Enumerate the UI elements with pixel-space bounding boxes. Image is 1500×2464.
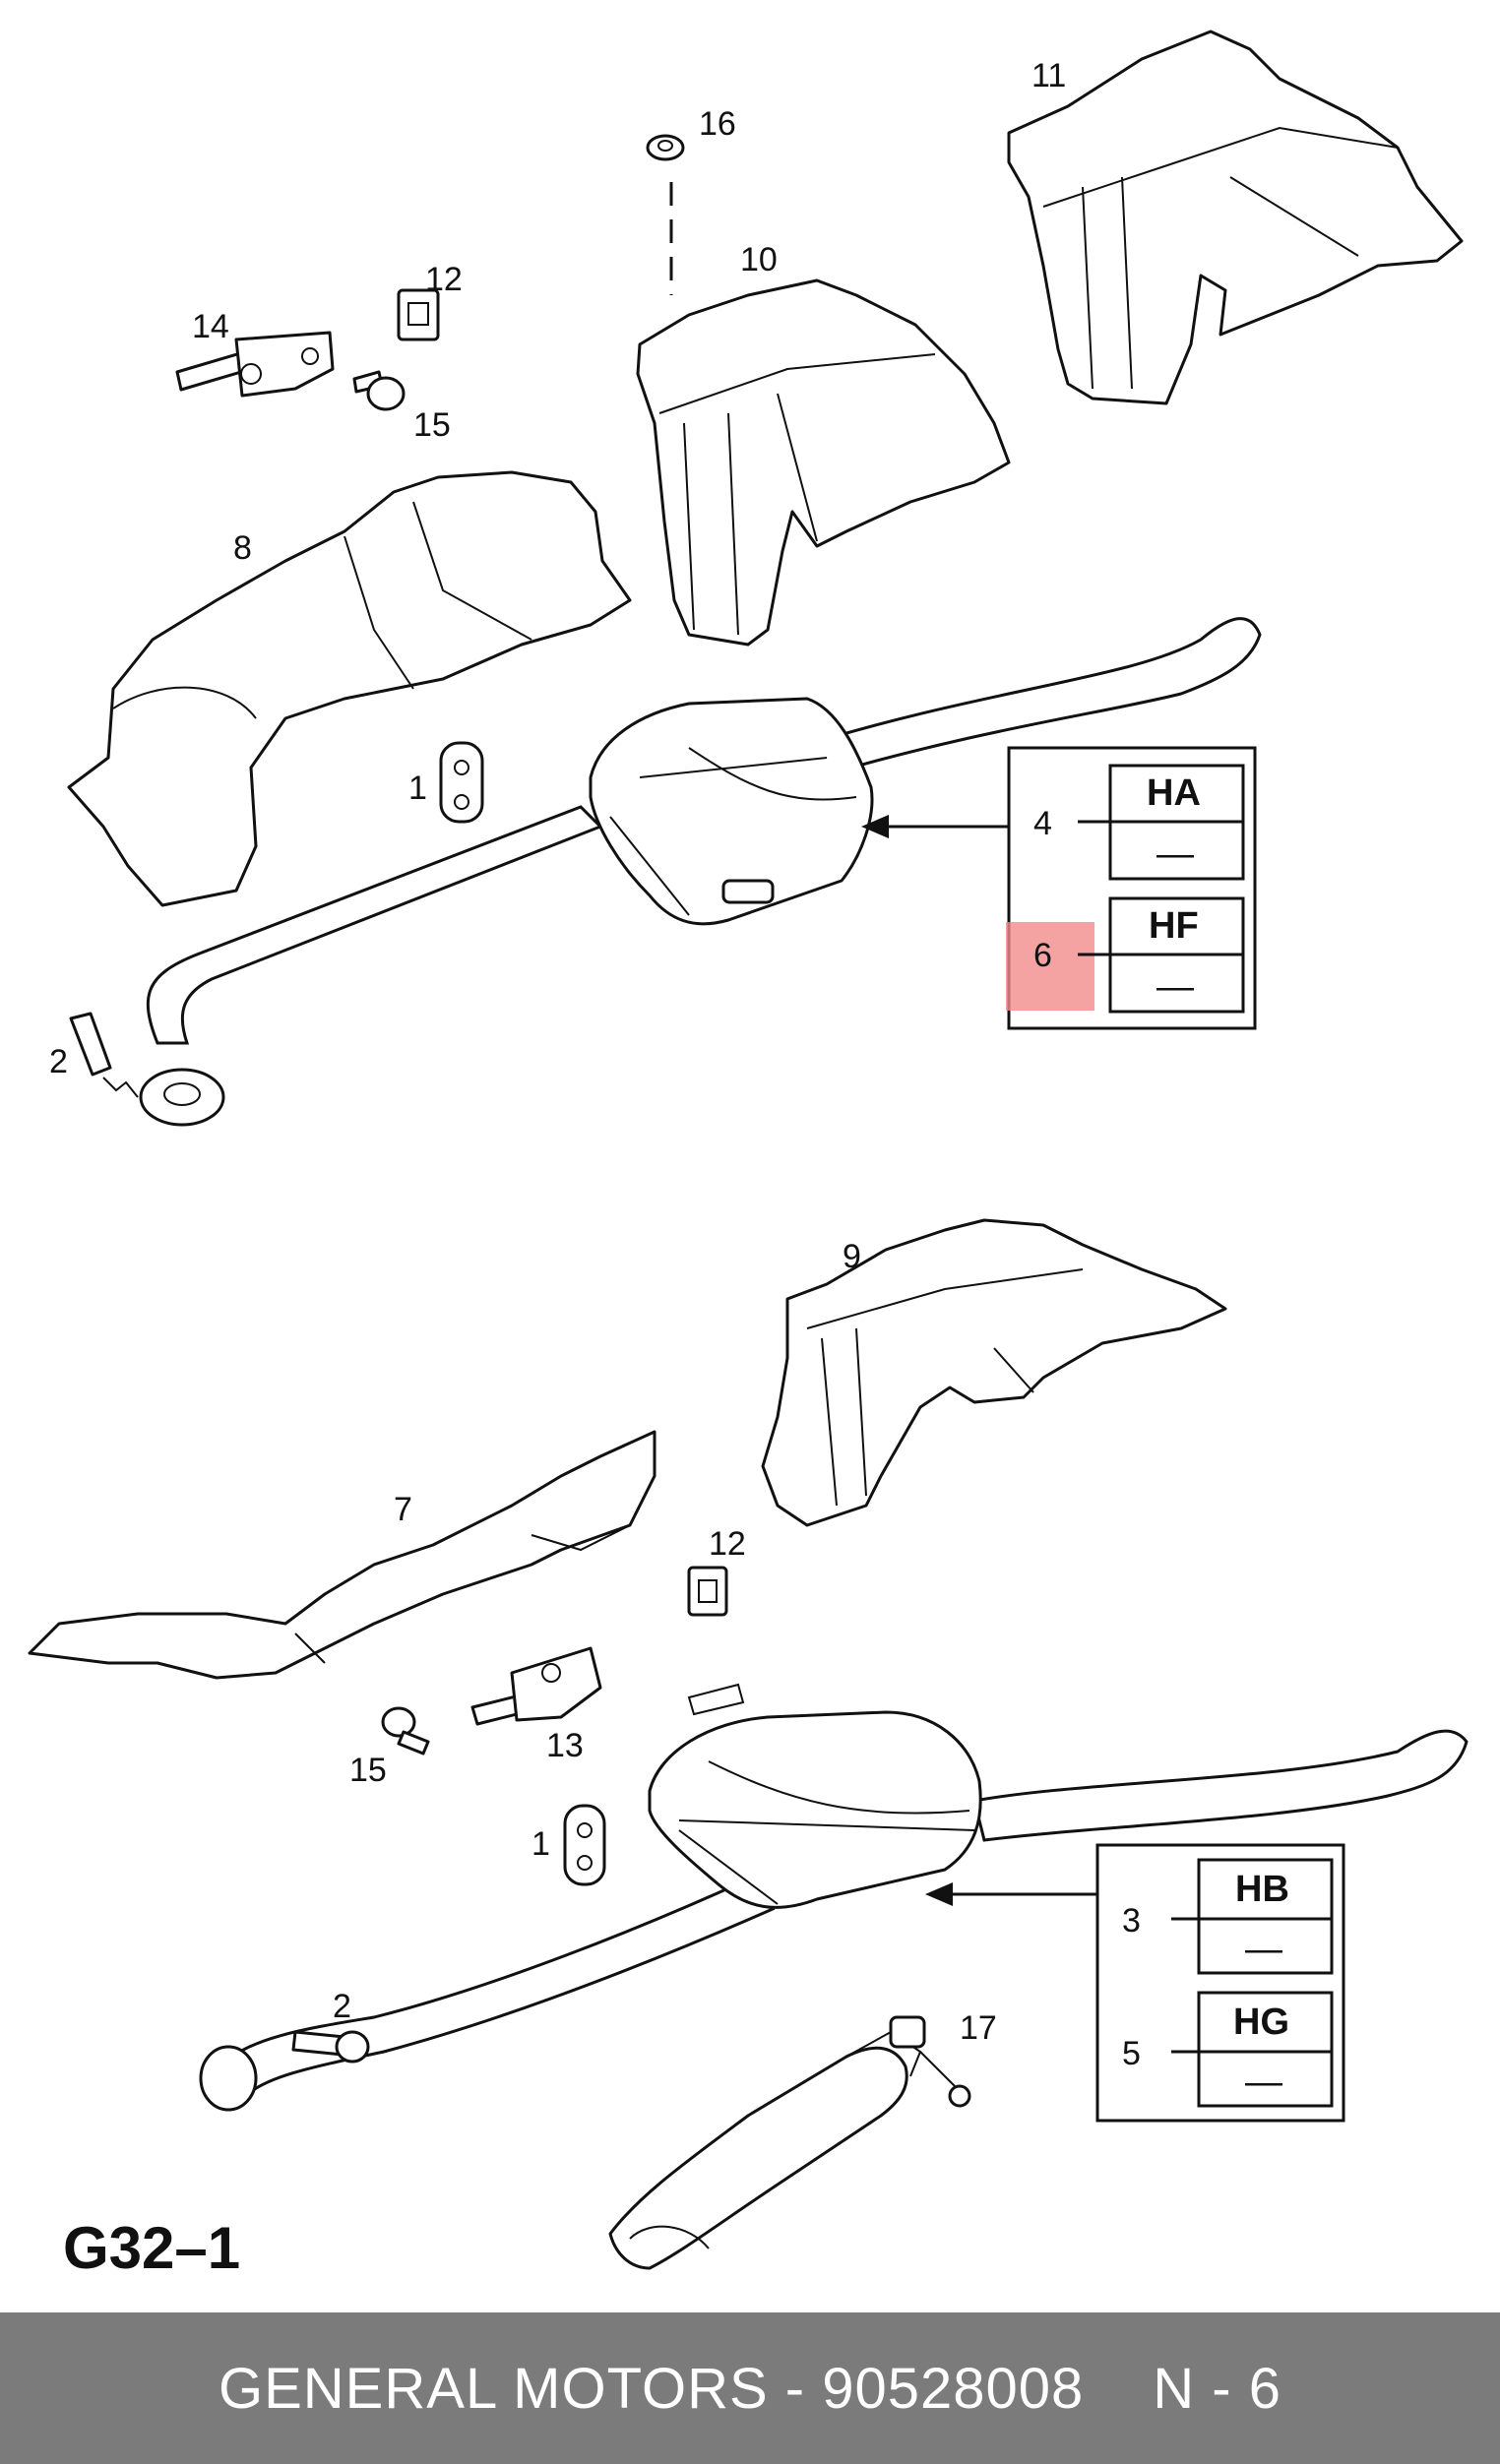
variant-code-HF: HF: [1149, 905, 1199, 947]
footer-brand: GENERAL MOTORS: [219, 2356, 769, 2421]
variant-value-HA: —: [1156, 833, 1194, 875]
callout-7: 7: [394, 1491, 412, 1528]
exhaust-parts-diagram: 16 11 12 10 14 15 8 1 2 4 HA — 6 HF —: [28, 30, 1469, 2270]
footer-page-ref: N - 6: [1153, 2356, 1281, 2421]
callout-17: 17: [960, 2009, 997, 2047]
variant-code-HA: HA: [1147, 772, 1201, 814]
part-2-bolt-lower: [291, 2030, 370, 2064]
variant-value-HF: —: [1156, 966, 1194, 1008]
callout-1-lower: 1: [531, 1825, 550, 1863]
callout-2: 2: [49, 1043, 68, 1080]
part-9-heat-shield: [761, 1218, 1227, 1527]
variant-value-HG: —: [1245, 2062, 1282, 2103]
variant-ref-3: 3: [1122, 1902, 1141, 1940]
part-11-heat-shield: [1007, 30, 1464, 405]
variant-code-HB: HB: [1235, 1869, 1289, 1910]
callout-16: 16: [699, 105, 736, 143]
highlight-row-6: [1006, 922, 1094, 1011]
footer-bar: GENERAL MOTORS - 90528008 N - 6: [0, 2312, 1500, 2464]
callout-15: 15: [413, 406, 451, 444]
part-1-rubber-mount-lower: [563, 1804, 606, 1886]
part-12-clip-lower: [687, 1566, 728, 1617]
upper-variant-box: 4 HA — 6 HF —: [861, 746, 1257, 1030]
part-17-tail-pipe: [608, 2015, 971, 2270]
part-15-bolt-lower: [381, 1706, 430, 1756]
part-13-bracket: [470, 1646, 602, 1726]
callout-1: 1: [408, 770, 427, 807]
part-10-heat-shield: [636, 278, 1011, 647]
callout-13: 13: [546, 1727, 584, 1764]
part-15-bolt: [352, 370, 406, 411]
callout-8: 8: [233, 529, 252, 567]
lower-muffler: [648, 1710, 982, 1909]
footer-part-number: 90528008: [822, 2356, 1085, 2421]
variant-ref-6: 6: [1033, 937, 1052, 974]
variant-ref-5: 5: [1122, 2035, 1141, 2072]
page-id: G32–1: [63, 2215, 241, 2281]
variant-code-HG: HG: [1233, 2002, 1289, 2043]
callout-9: 9: [843, 1238, 861, 1275]
footer-separator: -: [784, 2356, 806, 2421]
part-8-heat-shield: [67, 470, 632, 907]
part-1-rubber-mount: [439, 741, 484, 824]
variant-value-HB: —: [1245, 1929, 1282, 1970]
callout-10: 10: [740, 241, 778, 278]
callout-11: 11: [1031, 57, 1066, 94]
callout-14: 14: [192, 308, 229, 345]
part-12-clip: [397, 288, 440, 341]
variant-ref-4: 4: [1033, 805, 1052, 842]
callout-12: 12: [425, 261, 463, 298]
callout-2-lower: 2: [333, 1988, 351, 2025]
callout-15-lower: 15: [349, 1752, 387, 1789]
part-16-nut: [646, 134, 685, 295]
part-7-heat-shield: [28, 1430, 656, 1680]
upper-muffler: [589, 697, 874, 926]
part-14-bracket: [175, 331, 335, 398]
callout-12-lower: 12: [709, 1525, 746, 1563]
lower-variant-box: 3 HB — 5 HG —: [925, 1843, 1345, 2123]
upper-exhaust-pipe: [139, 617, 1262, 1127]
part-2-bolt: [69, 1012, 139, 1098]
